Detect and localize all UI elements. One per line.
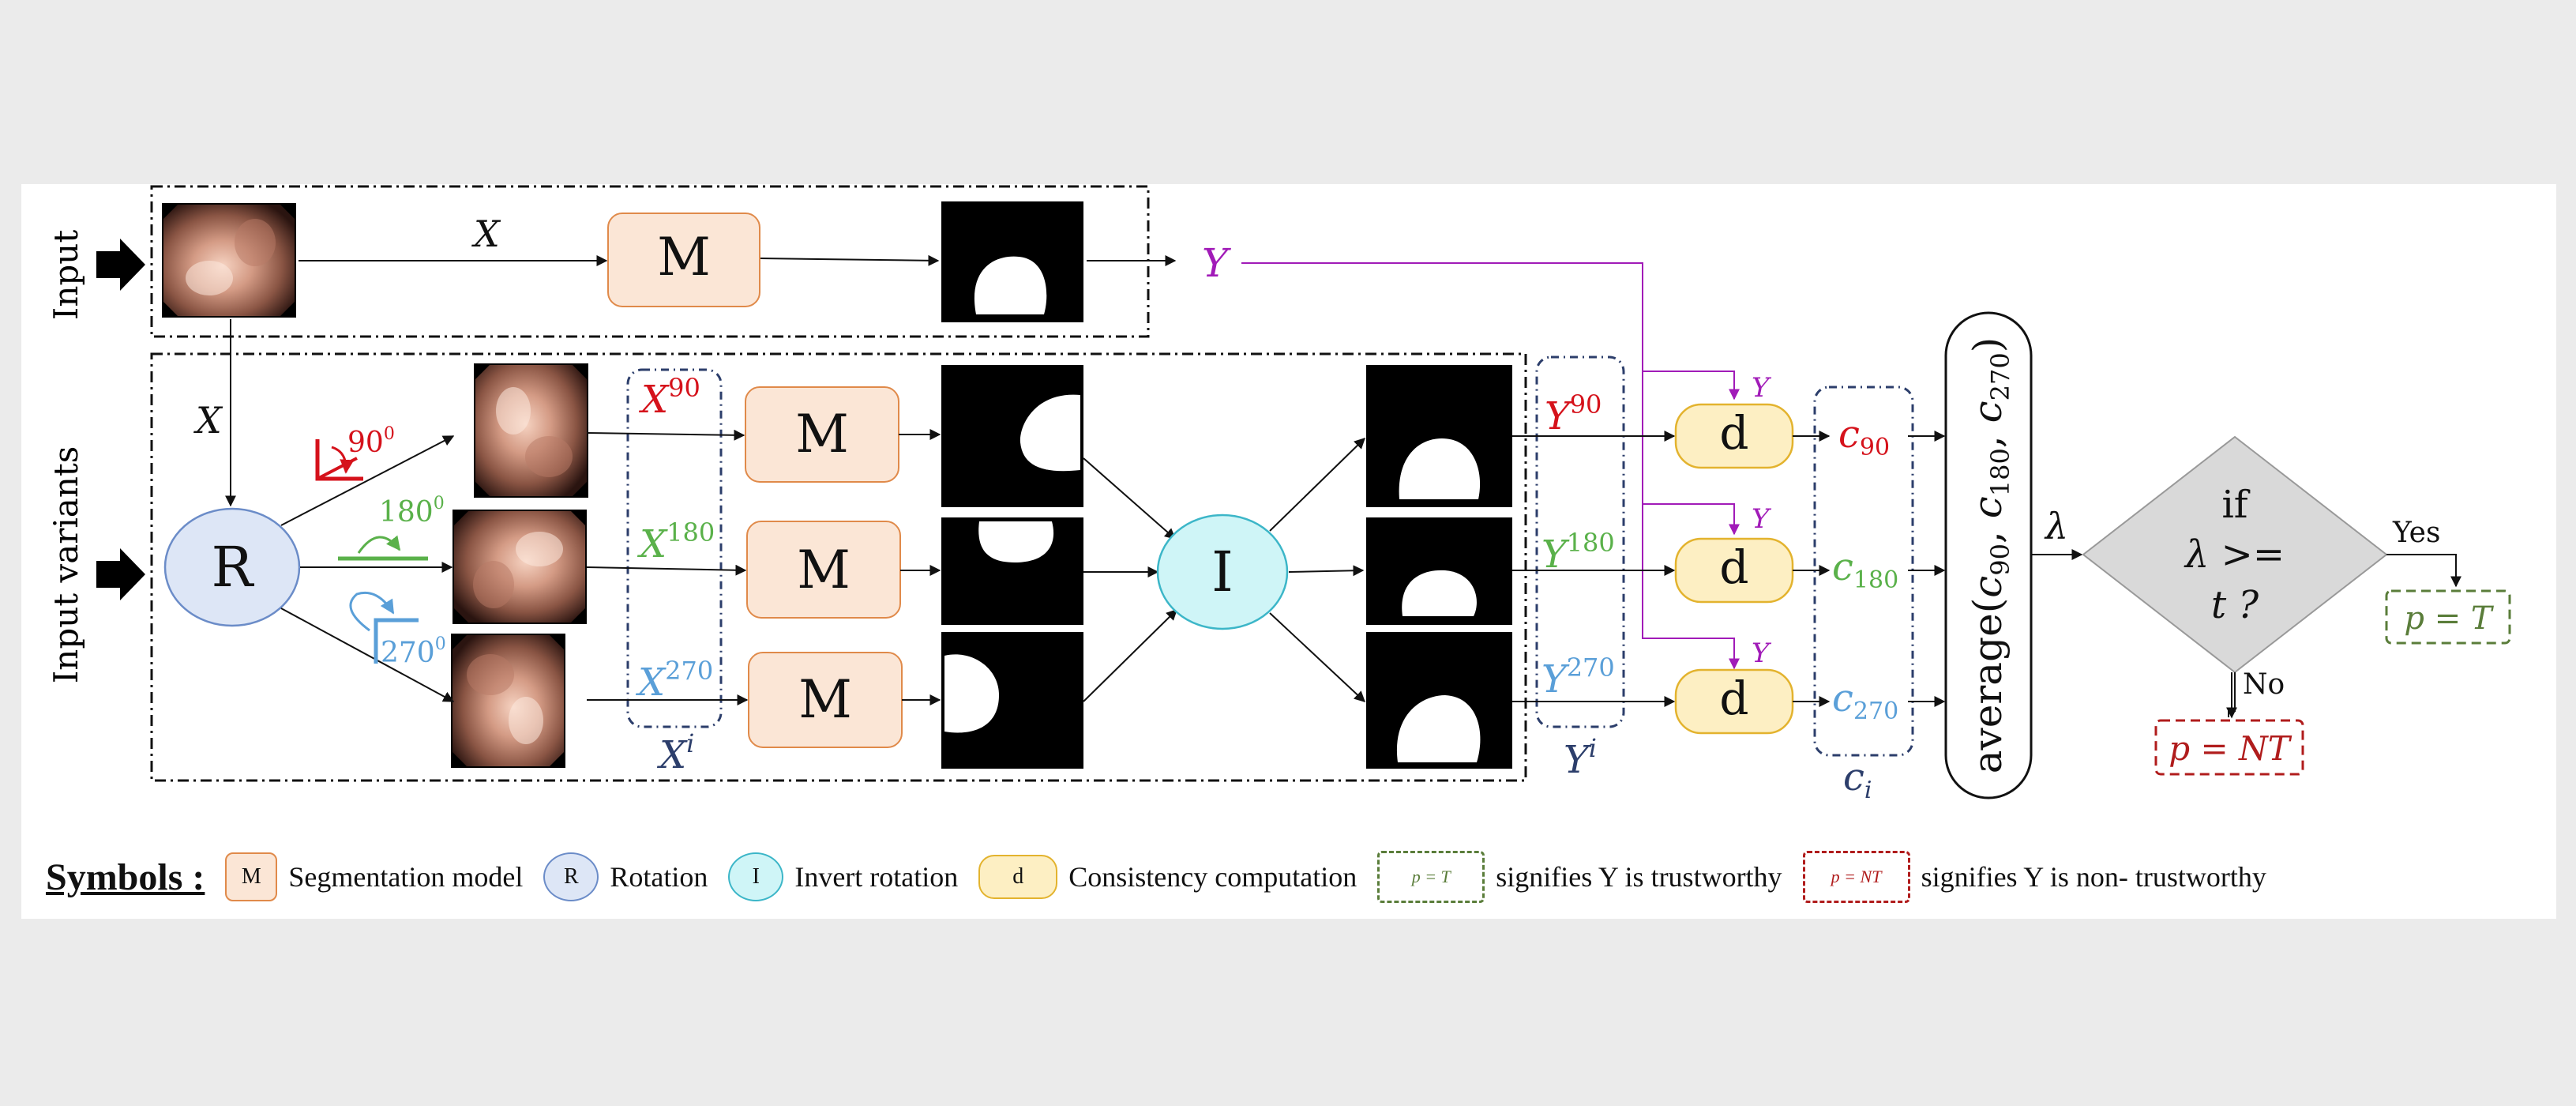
label-x270: X270 — [635, 656, 713, 705]
xi-group-frame — [626, 368, 723, 728]
consistency-label-180: d — [1719, 540, 1748, 594]
outcome-nontrustworthy: p = NT — [2154, 719, 2304, 776]
decision-diamond[interactable]: if λ >= t ? — [2082, 435, 2388, 674]
outcome-trustworthy-label: p = T — [2404, 600, 2495, 637]
consistency-node-90[interactable]: d — [1674, 403, 1794, 469]
legend-d-text: Consistency computation — [1068, 861, 1357, 893]
mask-prediction-y — [941, 201, 1083, 322]
label-y270: Y270 — [1541, 653, 1615, 702]
segmentation-model-label-180: M — [797, 540, 851, 600]
rotate-270-label: 2700 — [381, 634, 446, 669]
legend: Symbols : M Segmentation model R Rotatio… — [46, 845, 2284, 908]
ci-group-frame — [1813, 386, 1914, 757]
legend-nontrust-text: signifies Y is non- trustworthy — [1921, 861, 2266, 893]
rotate-180-icon — [338, 535, 428, 561]
rotate-90-label: 900 — [347, 424, 395, 459]
legend-m-symbol: M — [225, 852, 278, 901]
label-y-d270: Y — [1752, 638, 1772, 669]
row-label-input-variants: Input variants — [47, 446, 85, 684]
segmentation-model-node-270[interactable]: M — [748, 652, 903, 748]
consistency-node-270[interactable]: d — [1674, 668, 1794, 735]
yi-group-frame — [1535, 356, 1625, 728]
legend-r-text: Rotation — [610, 861, 708, 893]
segmentation-model-node[interactable]: M — [607, 213, 760, 307]
rotate-270-icon — [349, 592, 419, 664]
legend-i-text: Invert rotation — [794, 861, 959, 893]
consistency-label-270: d — [1719, 672, 1748, 725]
decision-line3: t ? — [2211, 583, 2259, 627]
legend-m-text: Segmentation model — [288, 861, 524, 893]
segmentation-model-node-90[interactable]: M — [745, 386, 899, 483]
legend-title: Symbols : — [46, 856, 205, 898]
endoscopy-rotated-180 — [452, 510, 587, 624]
rotate-180-label: 1800 — [379, 494, 445, 529]
average-node[interactable]: average(c90, c180, c270) — [1944, 311, 2033, 799]
legend-nontrust-symbol: p = NT — [1802, 851, 1910, 903]
label-y-d180: Y — [1752, 503, 1772, 535]
label-x180: X180 — [636, 517, 715, 566]
rotation-node[interactable]: R — [163, 507, 301, 627]
label-y180: Y180 — [1541, 528, 1615, 577]
label-y90: Y90 — [1545, 389, 1602, 438]
legend-trust-symbol: p = T — [1377, 851, 1485, 903]
endoscopy-rotated-270 — [451, 634, 565, 768]
decision-line1: if — [2221, 483, 2250, 527]
segmentation-model-label: M — [657, 227, 711, 288]
mask-rotated-270 — [941, 632, 1083, 769]
label-lambda: λ — [2044, 505, 2068, 547]
legend-d-symbol: d — [978, 855, 1058, 899]
legend-trust-text: signifies Y is trustworthy — [1496, 861, 1782, 893]
label-x90: X90 — [638, 373, 700, 422]
consistency-node-180[interactable]: d — [1674, 537, 1794, 604]
label-ci: ci — [1843, 755, 1872, 804]
segmentation-model-label-90: M — [795, 404, 849, 465]
mask-rotated-180 — [941, 517, 1083, 625]
mask-inverted-90 — [1366, 365, 1512, 507]
endoscopy-input-frame — [162, 203, 296, 318]
label-yi: Yi — [1564, 733, 1597, 782]
consistency-label-90: d — [1719, 406, 1748, 460]
segmentation-model-label-270: M — [798, 669, 852, 730]
mask-rotated-90 — [941, 365, 1083, 507]
endoscopy-rotated-90 — [474, 363, 588, 498]
average-label: average(c90, c180, c270) — [1965, 337, 2015, 774]
variants-frame — [150, 352, 1527, 782]
outcome-trustworthy: p = T — [2385, 589, 2511, 645]
decision-no-label: No — [2243, 668, 2285, 701]
invert-rotation-label: I — [1211, 540, 1234, 604]
invert-rotation-node[interactable]: I — [1156, 514, 1289, 630]
input-arrow-icon — [96, 239, 145, 291]
label-y-d90: Y — [1752, 372, 1772, 404]
label-c180: c180 — [1832, 545, 1898, 594]
variants-arrow-icon — [96, 548, 145, 600]
label-y-prediction: Y — [1202, 240, 1231, 286]
rotation-label: R — [212, 535, 255, 600]
label-xi: Xi — [656, 728, 694, 777]
mask-inverted-180 — [1366, 517, 1512, 625]
label-x-to-rotation: X — [193, 399, 223, 442]
legend-i-symbol: I — [728, 852, 784, 901]
label-x-top: X — [471, 213, 501, 255]
legend-r-symbol: R — [543, 852, 599, 901]
outcome-nontrustworthy-label: p = NT — [2169, 729, 2292, 768]
mask-inverted-270 — [1366, 632, 1512, 769]
decision-line2: λ >= — [2184, 532, 2285, 577]
rotate-90-icon — [315, 439, 363, 481]
row-label-input: Input — [47, 230, 85, 321]
decision-yes-label: Yes — [2392, 517, 2440, 549]
label-c90: c90 — [1838, 412, 1890, 461]
label-c270: c270 — [1832, 676, 1898, 725]
segmentation-model-node-180[interactable]: M — [746, 521, 901, 619]
